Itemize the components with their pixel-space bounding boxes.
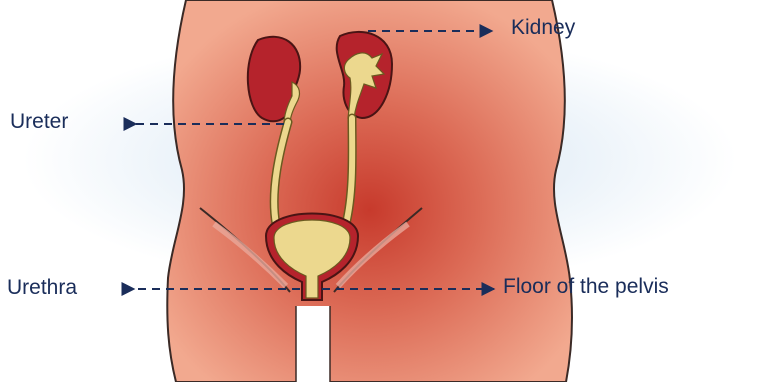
kidney-label: Kidney xyxy=(511,17,575,38)
urethra-label: Urethra xyxy=(7,277,77,298)
floor-of-pelvis-label: Floor of the pelvis xyxy=(503,276,669,297)
leg-gap xyxy=(296,306,330,382)
ureter-label: Ureter xyxy=(10,111,68,132)
